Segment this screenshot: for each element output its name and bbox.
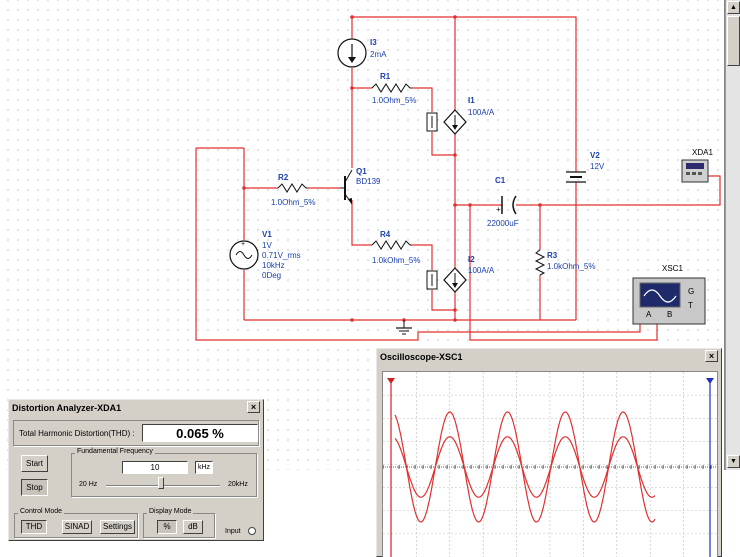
xsc1-t: T xyxy=(688,301,693,310)
fundamental-frequency-group: Fundamental Frequency 10 kHz 20 Hz 20kHz xyxy=(71,448,257,497)
control-mode-group: Control Mode THD SINAD Settings xyxy=(14,508,138,538)
svg-text:+: + xyxy=(241,241,245,248)
q1-value: BD139 xyxy=(356,177,381,186)
scope-axis-ticks xyxy=(382,465,712,469)
trace-channel-a xyxy=(394,411,656,523)
distortion-close-button[interactable]: × xyxy=(247,401,260,413)
thd-value: 0.065 % xyxy=(142,424,258,442)
c1-capacitor[interactable]: + xyxy=(496,195,517,215)
junctions xyxy=(242,15,542,322)
i1-cccs[interactable] xyxy=(426,109,467,135)
c1-value: 22000uF xyxy=(487,219,519,228)
r4-resistor[interactable] xyxy=(371,240,412,250)
r1-name: R1 xyxy=(380,72,391,81)
r2-name: R2 xyxy=(278,173,289,182)
scroll-down-button[interactable]: ▼ xyxy=(727,455,740,468)
thd-mode-button[interactable]: THD xyxy=(21,520,47,534)
input-label: Input xyxy=(225,528,241,535)
trace-channel-b xyxy=(394,436,656,498)
i3-name: I3 xyxy=(370,38,377,47)
frequency-slider-thumb[interactable] xyxy=(157,477,164,489)
v1-line2: 0.71V_rms xyxy=(262,251,301,260)
i1-name: I1 xyxy=(468,96,475,105)
input-terminal-icon[interactable] xyxy=(248,527,256,535)
distortion-analyzer-window[interactable]: Distortion Analyzer-XDA1 × Total Harmoni… xyxy=(8,399,264,541)
percent-mode-button[interactable]: % xyxy=(157,520,177,534)
i1-value: 100A/A xyxy=(468,108,495,117)
c1-name: C1 xyxy=(495,176,506,185)
oscilloscope-title: Oscilloscope-XSC1 xyxy=(380,352,463,362)
slider-max-label: 20kHz xyxy=(228,481,248,488)
control-mode-label: Control Mode xyxy=(18,508,65,515)
xsc1-a: A xyxy=(646,310,652,319)
i2-name: I2 xyxy=(468,255,475,264)
r1-value: 1.0Ohm_5% xyxy=(372,96,416,105)
v1-line4: 0Deg xyxy=(262,271,281,280)
cursor-1-handle[interactable] xyxy=(387,378,395,384)
r2-value: 1.0Ohm_5% xyxy=(271,198,315,207)
thd-label: Total Harmonic Distortion(THD) : xyxy=(19,429,135,438)
settings-button[interactable]: Settings xyxy=(100,520,135,534)
r3-resistor[interactable] xyxy=(534,249,546,276)
start-button[interactable]: Start xyxy=(21,455,48,472)
scroll-thumb[interactable] xyxy=(727,16,740,66)
r4-name: R4 xyxy=(380,230,391,239)
scroll-up-button[interactable]: ▲ xyxy=(727,1,740,14)
i2-cccs[interactable] xyxy=(426,267,467,293)
q1-name: Q1 xyxy=(356,167,367,176)
xsc1-g: G xyxy=(688,287,694,296)
ground-symbol[interactable] xyxy=(396,320,412,335)
xda1-name: XDA1 xyxy=(692,148,713,157)
xsc1-instrument-icon[interactable] xyxy=(632,277,706,325)
i2-value: 100A/A xyxy=(468,266,495,275)
r4-value: 1.0kOhm_5% xyxy=(372,256,420,265)
v1-line3: 10kHz xyxy=(262,261,285,270)
v2-battery[interactable] xyxy=(566,171,586,183)
circuit-schematic: I3 2mA R1 1.0Ohm_5% I1 100A/A V2 12V XDA… xyxy=(195,15,721,341)
oscilloscope-screen[interactable] xyxy=(382,371,718,557)
db-mode-button[interactable]: dB xyxy=(183,520,203,534)
sinad-mode-button[interactable]: SINAD xyxy=(62,520,92,534)
i3-current-source[interactable] xyxy=(337,38,367,68)
scope-grid xyxy=(383,372,717,557)
oscilloscope-close-button[interactable]: × xyxy=(705,350,718,362)
v2-name: V2 xyxy=(590,151,600,160)
thd-readout-panel: Total Harmonic Distortion(THD) : 0.065 % xyxy=(13,420,259,446)
v2-value: 12V xyxy=(590,162,605,171)
v1-ac-source[interactable]: + xyxy=(229,240,259,270)
wires xyxy=(195,16,721,341)
v1-name: V1 xyxy=(262,230,272,239)
r3-name: R3 xyxy=(547,251,558,260)
oscilloscope-titlebar[interactable]: Oscilloscope-XSC1 × xyxy=(377,349,721,365)
distortion-title: Distortion Analyzer-XDA1 xyxy=(12,403,122,413)
r1-resistor[interactable] xyxy=(371,83,412,93)
v1-line1: 1V xyxy=(262,241,272,250)
r2-resistor[interactable] xyxy=(277,183,308,193)
xsc1-b: B xyxy=(667,310,672,319)
slider-min-label: 20 Hz xyxy=(79,481,98,488)
frequency-unit-select[interactable]: kHz xyxy=(195,461,213,474)
display-mode-group: Display Mode % dB xyxy=(143,508,215,538)
distortion-titlebar[interactable]: Distortion Analyzer-XDA1 × xyxy=(9,400,263,416)
display-mode-label: Display Mode xyxy=(147,508,194,515)
xda1-instrument-icon[interactable] xyxy=(681,159,709,183)
vertical-scrollbar[interactable]: ▲ ▼ xyxy=(725,0,740,470)
xsc1-name: XSC1 xyxy=(662,264,683,273)
cursor-2-handle[interactable] xyxy=(706,378,714,384)
svg-text:+: + xyxy=(496,205,501,214)
fundamental-frequency-label: Fundamental Frequency xyxy=(75,448,155,455)
schematic-canvas[interactable]: I3 2mA R1 1.0Ohm_5% I1 100A/A V2 12V XDA… xyxy=(0,0,725,470)
oscilloscope-window[interactable]: Oscilloscope-XSC1 × xyxy=(376,348,722,557)
i3-value: 2mA xyxy=(370,50,387,59)
stop-button[interactable]: Stop xyxy=(21,479,48,496)
oscilloscope-traces xyxy=(382,372,717,557)
q1-transistor[interactable] xyxy=(340,169,353,205)
r3-value: 1.0kOhm_5% xyxy=(547,262,595,271)
frequency-input[interactable]: 10 xyxy=(122,461,188,474)
